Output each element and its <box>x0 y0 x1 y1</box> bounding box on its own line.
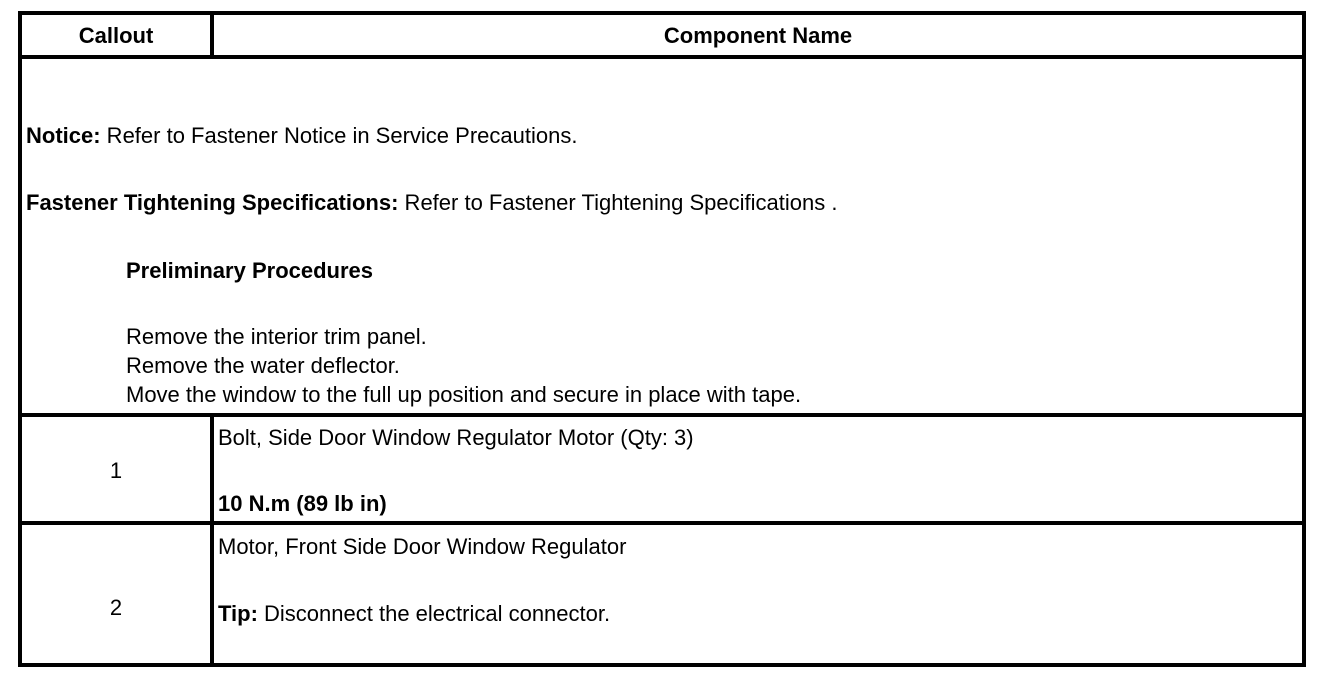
header-component-name: Component Name <box>663 23 853 48</box>
notice-line: Notice: Refer to Fastener Notice in Serv… <box>26 123 577 149</box>
component-table: Callout Component Name Notice: Refer to … <box>18 11 1306 667</box>
header-callout: Callout <box>22 15 214 55</box>
table-row: 1 Bolt, Side Door Window Regulator Motor… <box>22 417 1302 525</box>
step-1: Remove the interior trim panel. <box>126 324 427 349</box>
preliminary-title: Preliminary Procedures <box>126 258 374 283</box>
torque-spec: 10 N.m (89 lb in) <box>218 491 387 516</box>
component-cell: Bolt, Side Door Window Regulator Motor (… <box>214 417 1302 521</box>
notice-text: Refer to Fastener Notice in Service Prec… <box>100 123 578 148</box>
table-header: Callout Component Name <box>22 15 1302 59</box>
callout-cell: 1 <box>22 417 214 521</box>
component-name: Motor, Front Side Door Window Regulator <box>218 534 627 559</box>
tip-line: Tip: Disconnect the electrical connector… <box>218 601 610 627</box>
component-cell: Motor, Front Side Door Window Regulator … <box>214 525 1302 663</box>
fastener-label: Fastener Tightening Specifications: <box>26 190 399 215</box>
component-name: Bolt, Side Door Window Regulator Motor (… <box>218 425 694 450</box>
tip-label: Tip: <box>218 601 258 626</box>
step-3: Move the window to the full up position … <box>126 382 802 407</box>
step-2: Remove the water deflector. <box>126 353 400 378</box>
callout-number: 2 <box>109 595 123 620</box>
table-row: 2 Motor, Front Side Door Window Regulato… <box>22 525 1302 663</box>
callout-number: 1 <box>109 458 123 483</box>
tip-text: Disconnect the electrical connector. <box>257 601 611 626</box>
fastener-text: Refer to Fastener Tightening Specificati… <box>398 190 838 215</box>
notice-label: Notice: <box>26 123 101 148</box>
fastener-line: Fastener Tightening Specifications: Refe… <box>26 190 837 216</box>
callout-cell: 2 <box>22 525 214 663</box>
notice-block: Notice: Refer to Fastener Notice in Serv… <box>22 59 1302 417</box>
